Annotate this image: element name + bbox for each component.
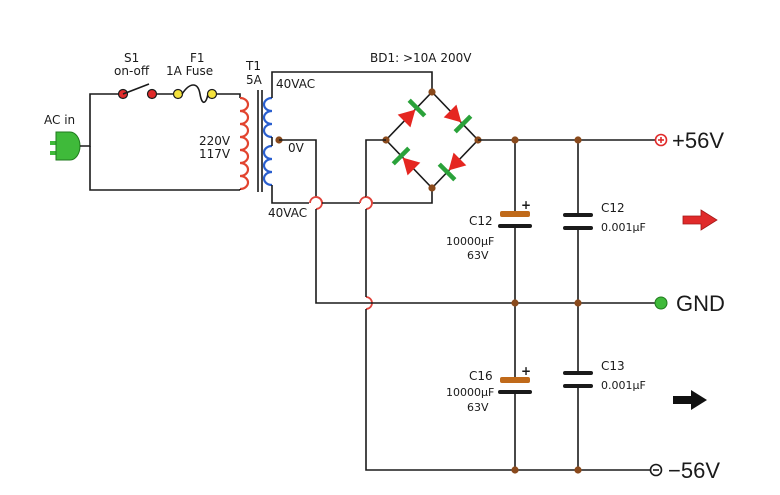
transformer-rating-label: 5A (246, 73, 263, 87)
arrow-right-red-icon (682, 209, 718, 231)
diode-d4 (437, 152, 467, 182)
fuse-f1 (172, 84, 218, 104)
c13-film-ref: C13 (601, 359, 625, 373)
diode-d1 (397, 98, 427, 128)
center-tap-label: 0V (288, 141, 305, 155)
c16-elec-ref: C16 (469, 369, 493, 383)
fuse-desc-label: 1A Fuse (166, 64, 213, 78)
secondary-bottom-label: 40VAC (268, 206, 307, 220)
capacitor-c16-electrolytic (498, 377, 532, 394)
c12-film-ref: C12 (601, 201, 625, 215)
c16-polarity-mark: + (521, 364, 531, 378)
switch-s1 (117, 83, 158, 100)
c12-elec-cap: 10000µF (446, 235, 494, 248)
secondary-top-label: 40VAC (276, 77, 315, 91)
junction-nodes (511, 136, 582, 474)
terminal-ground (654, 296, 668, 310)
primary-voltage-2: 117V (199, 147, 231, 161)
c12-elec-volt: 63V (467, 249, 489, 262)
wire-secondary-top (271, 71, 433, 98)
bridge-label: BD1: >10A 200V (370, 51, 472, 65)
switch-desc-label: on-off (114, 64, 150, 78)
rail-positive-label: +56V (672, 128, 724, 153)
ac-in-label: AC in (44, 113, 75, 127)
wire-secondary-bottom (271, 185, 309, 204)
c12-film-cap: 0.001µF (601, 221, 646, 234)
terminal-positive (654, 133, 668, 147)
wire-ac-bottom (89, 146, 240, 191)
capacitor-c13-film (563, 371, 593, 388)
diode-d3 (391, 146, 421, 176)
c16-elec-cap: 10000µF (446, 386, 494, 399)
arrow-right-black-icon (673, 390, 707, 410)
c12-elec-ref: C12 (469, 214, 493, 228)
secondary-coil-lower (262, 144, 273, 187)
secondary-coil-upper (262, 96, 273, 139)
rail-ground-label: GND (676, 291, 725, 316)
c12-polarity-mark: + (521, 198, 531, 212)
capacitor-c12-electrolytic (498, 211, 532, 228)
transformer-ref-label: T1 (245, 59, 261, 73)
wire-bridge-negative (365, 139, 386, 197)
c13-film-cap: 0.001µF (601, 379, 646, 392)
capacitor-c12-film (563, 213, 593, 230)
terminal-negative (649, 463, 663, 477)
wire-center-tap (279, 139, 317, 197)
bridge-rectifier (382, 88, 482, 192)
wire-ac-top (80, 93, 122, 147)
rail-negative-label: −56V (668, 458, 720, 483)
primary-voltage-1: 220V (199, 134, 231, 148)
ac-plug-icon (50, 131, 81, 161)
primary-coil (239, 96, 250, 191)
switch-ref-label: S1 (124, 51, 139, 65)
c16-elec-volt: 63V (467, 401, 489, 414)
fuse-ref-label: F1 (190, 51, 205, 65)
wire-fuse-primary (216, 93, 241, 98)
diode-d2 (443, 104, 473, 134)
